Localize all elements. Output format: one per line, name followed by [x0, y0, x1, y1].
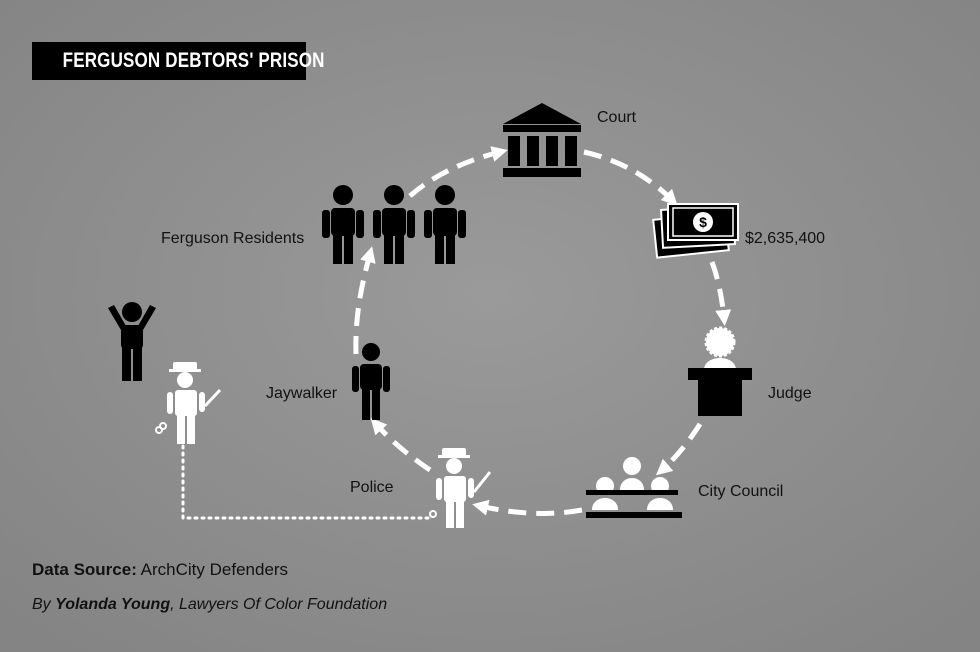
money-icon: $: [652, 203, 739, 259]
courthouse-icon: [503, 103, 581, 177]
city-council-icon: [586, 457, 682, 518]
arrow-jaywalker-to-residents: [353, 246, 376, 355]
dotted-path-police-to-arrest: [181, 440, 430, 520]
label-fines: $2,635,400: [745, 230, 826, 247]
arrested-person-icon: [108, 302, 156, 381]
arrow-police-to-jaywalker: [370, 418, 432, 473]
label-jaywalker: Jaywalker: [266, 385, 338, 402]
label-judge: Judge: [768, 385, 812, 402]
data-source: Data Source: ArchCity Defenders: [32, 560, 288, 580]
source-value: ArchCity Defenders: [140, 560, 289, 579]
svg-text:$: $: [699, 214, 707, 230]
credit-prefix: By: [32, 596, 51, 613]
residents-icon: [322, 185, 466, 264]
source-label: Data Source:: [32, 560, 137, 579]
label-court: Court: [597, 109, 637, 126]
label-police: Police: [350, 479, 394, 496]
arrow-judge-to-council: [655, 422, 703, 476]
credit-author: Yolanda Young: [55, 596, 171, 613]
credit-org: , Lawyers Of Color Foundation: [170, 596, 388, 613]
page-title: FERGUSON DEBTORS' PRISON: [32, 42, 324, 80]
arrow-money-to-judge: [709, 261, 732, 326]
police-officer-icon: [429, 448, 492, 528]
arrow-council-to-police: [472, 499, 583, 516]
cycle-arrows: [353, 146, 732, 516]
arrow-residents-to-court: [408, 146, 508, 198]
jaywalker-icon: [352, 343, 390, 420]
officer-with-handcuffs-icon: [155, 362, 222, 444]
credit: By Yolanda Young, Lawyers Of Color Found…: [32, 596, 387, 614]
judge-icon: [688, 326, 752, 416]
label-city-council: City Council: [698, 483, 784, 500]
arrow-court-to-money: [583, 149, 678, 206]
label-residents: Ferguson Residents: [161, 230, 305, 247]
